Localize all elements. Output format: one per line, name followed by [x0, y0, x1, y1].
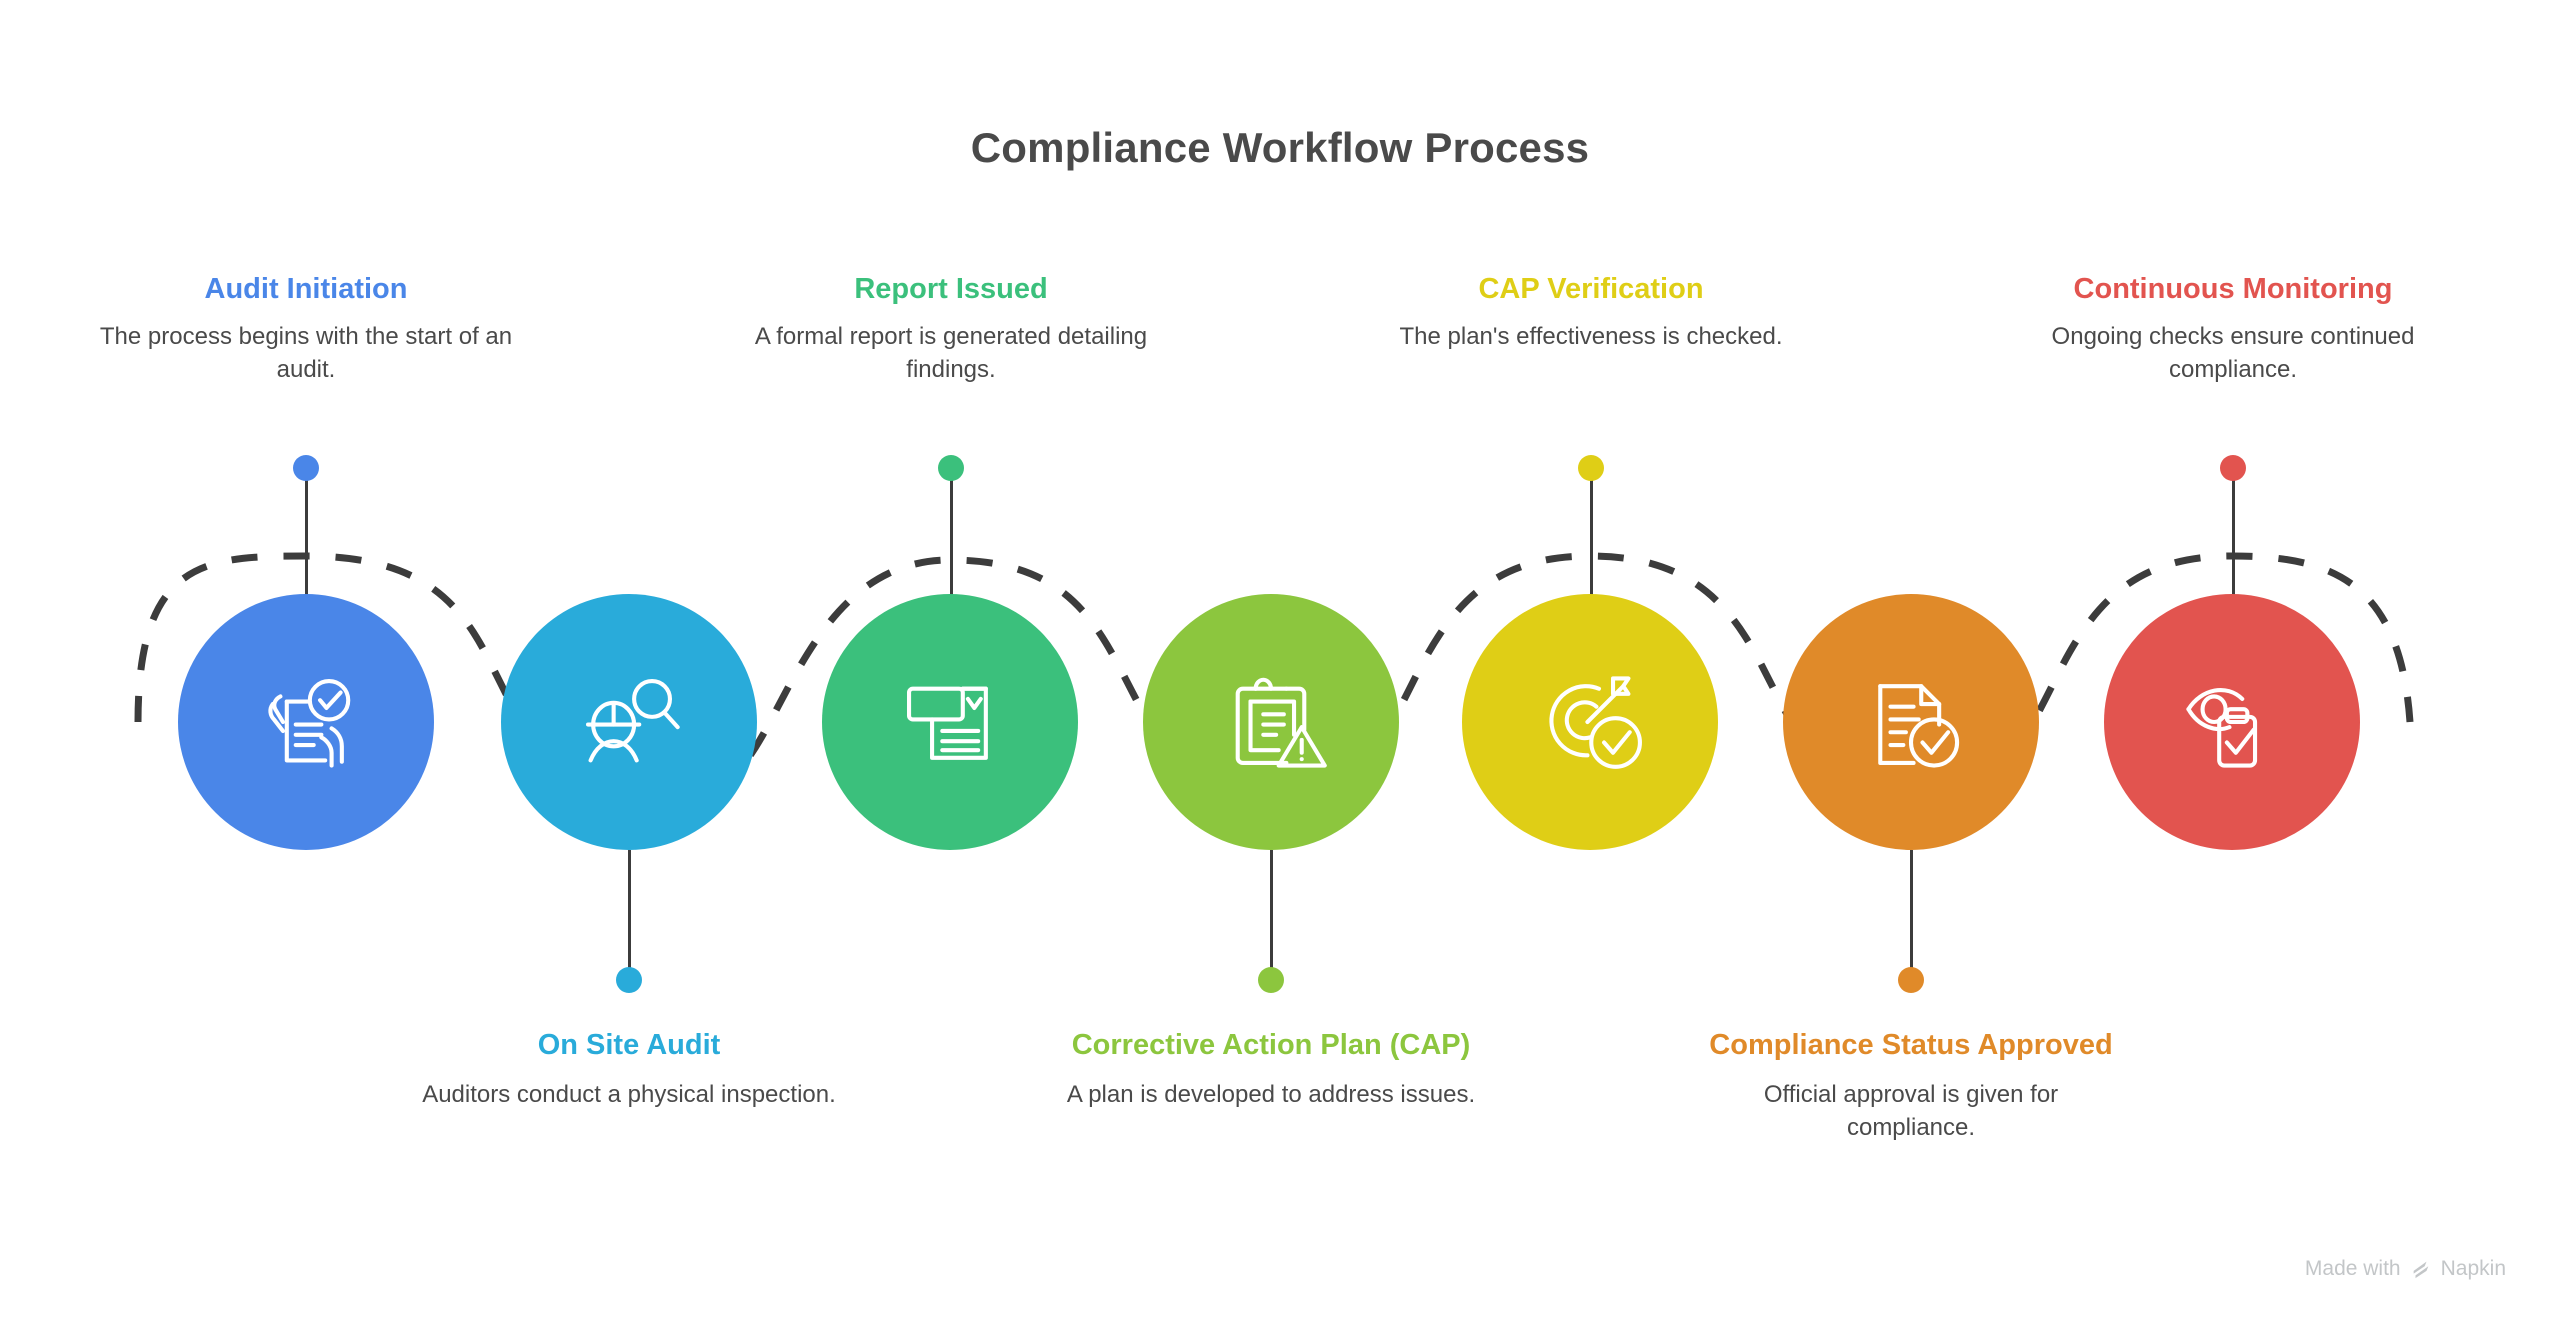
napkin-logo-icon: [2413, 1261, 2428, 1279]
stem-line-4: [1270, 850, 1273, 980]
eye-clipboard-check-icon: [2186, 688, 2258, 768]
target-arrow-check-icon: [1549, 676, 1642, 769]
step-description-1: The process begins with the start of an …: [99, 323, 513, 384]
page-title: Compliance Workflow Process: [970, 124, 1590, 172]
step-title-6: Compliance Status Approved: [1709, 1029, 2113, 1061]
stem-line-5: [1590, 478, 1593, 638]
step-description-3: A formal report is generated detailing f…: [754, 323, 1148, 384]
step-description-5: The plan's effectiveness is checked.: [1399, 323, 1783, 351]
step-node-2[interactable]: [501, 594, 757, 850]
step-label-5: CAP Verification The plan's effectivenes…: [1381, 272, 1801, 354]
step-description-6: Official approval is given for complianc…: [1763, 1081, 2059, 1142]
step-description-7: Ongoing checks ensure continued complian…: [2051, 323, 2415, 384]
step-title-3: Report Issued: [854, 273, 1048, 305]
step-label-6: Compliance Status Approved Official appr…: [1701, 1028, 2121, 1145]
step-node-5[interactable]: [1462, 594, 1718, 850]
stem-line-7: [2232, 478, 2235, 638]
step-title-2: On Site Audit: [537, 1029, 721, 1061]
clipboard-warning-icon: [1235, 677, 1327, 768]
report-document-check-icon: [906, 686, 988, 760]
step-label-1: Audit Initiation The process begins with…: [96, 272, 516, 387]
step-label-7: Continuous Monitoring Ongoing checks ens…: [2023, 272, 2443, 387]
stem-line-6: [1910, 850, 1913, 980]
step-title-4: Corrective Action Plan (CAP): [1071, 1029, 1471, 1061]
stem-line-2: [628, 850, 631, 980]
step-title-5: CAP Verification: [1478, 273, 1704, 305]
step-node-1[interactable]: [178, 594, 434, 850]
step-title-7: Continuous Monitoring: [2073, 273, 2393, 305]
stem-dot-6: [1898, 967, 1924, 993]
stem-dot-4: [1258, 967, 1284, 993]
step-description-2: Auditors conduct a physical inspection.: [422, 1081, 836, 1109]
step-description-4: A plan is developed to address issues.: [1066, 1081, 1476, 1109]
stem-dot-5: [1578, 455, 1604, 481]
stem-dot-1: [293, 455, 319, 481]
document-approved-check-icon: [1878, 684, 1960, 768]
step-label-3: Report Issued A formal report is generat…: [741, 272, 1161, 387]
stem-line-3: [950, 478, 953, 638]
stem-dot-7: [2220, 455, 2246, 481]
step-title-1: Audit Initiation: [204, 273, 408, 305]
stem-line-1: [305, 478, 308, 638]
step-node-6[interactable]: [1783, 594, 2039, 850]
inspector-magnifier-icon: [585, 678, 680, 763]
step-node-3[interactable]: [822, 594, 1078, 850]
step-node-7[interactable]: [2104, 594, 2360, 850]
watermark: Made with Napkin: [2305, 1257, 2506, 1281]
document-hands-check-icon: [268, 678, 351, 768]
step-node-4[interactable]: [1143, 594, 1399, 850]
step-label-4: Corrective Action Plan (CAP) A plan is d…: [1061, 1028, 1481, 1112]
step-label-2: On Site Audit Auditors conduct a physica…: [419, 1028, 839, 1112]
stem-dot-2: [616, 967, 642, 993]
stem-dot-3: [938, 455, 964, 481]
watermark-text: Made with: [2304, 1257, 2401, 1280]
watermark-brand: Napkin: [2440, 1257, 2506, 1280]
